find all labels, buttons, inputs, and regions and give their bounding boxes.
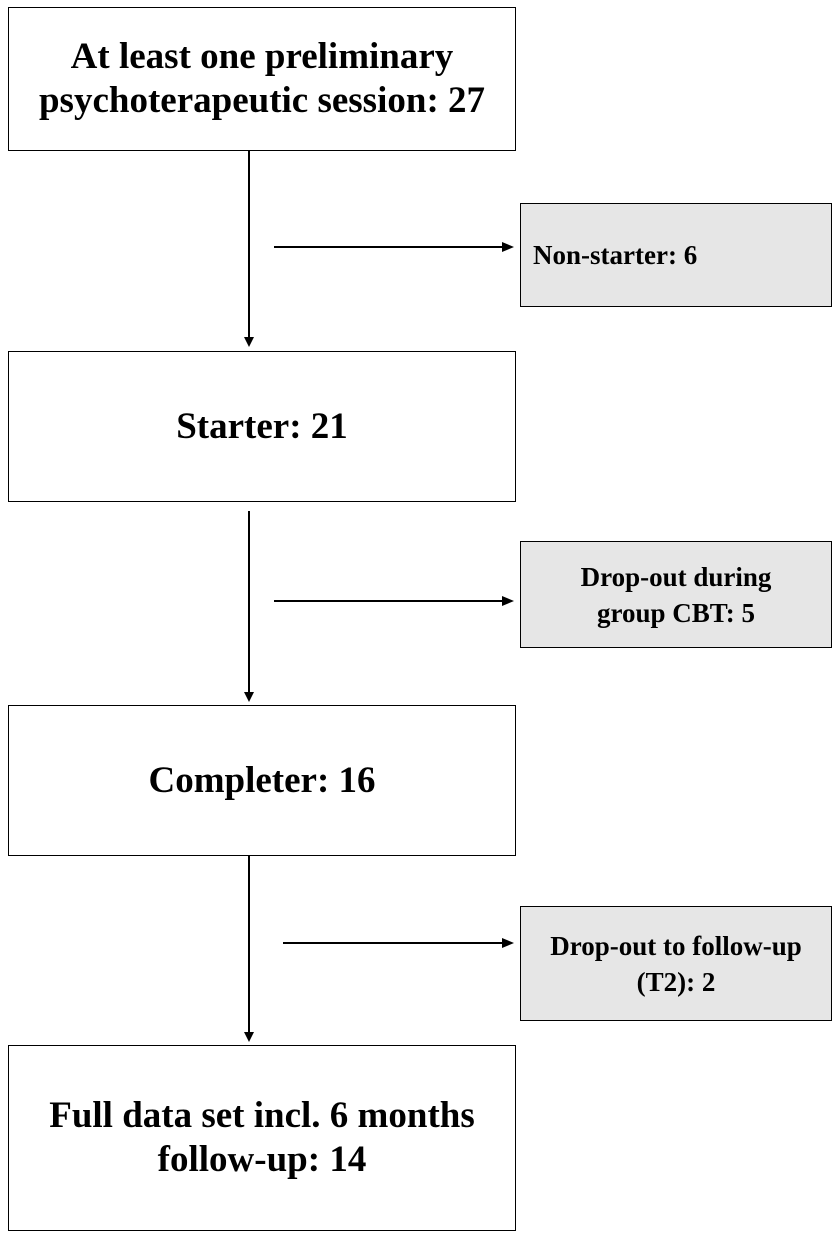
arrow-to-dropout-follow-up <box>283 942 504 944</box>
arrowhead-to-dropout-follow-up <box>502 938 514 948</box>
box-starter-label: Starter: 21 <box>176 405 348 447</box>
box-full-data-set: Full data set incl. 6 months follow-up: … <box>8 1045 516 1231</box>
arrow-to-dropout-group-cbt <box>274 600 504 602</box>
box-dropout-follow-up: Drop-out to follow-up (T2): 2 <box>520 906 832 1021</box>
box-full-data-set-label: Full data set incl. 6 months follow-up: … <box>49 1095 475 1180</box>
box-completer: Completer: 16 <box>8 705 516 856</box>
box-completer-label: Completer: 16 <box>148 759 376 801</box>
arrowhead-to-non-starter <box>502 242 514 252</box>
box-dropout-group-cbt: Drop-out during group CBT: 5 <box>520 541 832 648</box>
connector-starter-to-completer <box>248 511 250 692</box>
arrowhead-to-dropout-group-cbt <box>502 596 514 606</box>
arrowhead-to-completer <box>244 692 254 702</box>
arrowhead-to-starter <box>244 337 254 347</box>
box-starter: Starter: 21 <box>8 351 516 502</box>
box-dropout-group-cbt-label: Drop-out during group CBT: 5 <box>580 561 772 628</box>
connector-preliminary-to-starter <box>248 151 250 337</box>
box-preliminary-session-label: At least one preliminary psychoterapeuti… <box>38 36 486 121</box>
box-non-starter: Non-starter: 6 <box>520 203 832 307</box>
box-non-starter-label: Non-starter: 6 <box>533 240 698 270</box>
box-dropout-follow-up-label: Drop-out to follow-up (T2): 2 <box>550 930 802 997</box>
box-preliminary-session: At least one preliminary psychoterapeuti… <box>8 7 516 151</box>
arrowhead-to-full-data <box>244 1032 254 1042</box>
arrow-to-non-starter <box>274 246 504 248</box>
connector-completer-to-full-data <box>248 856 250 1032</box>
